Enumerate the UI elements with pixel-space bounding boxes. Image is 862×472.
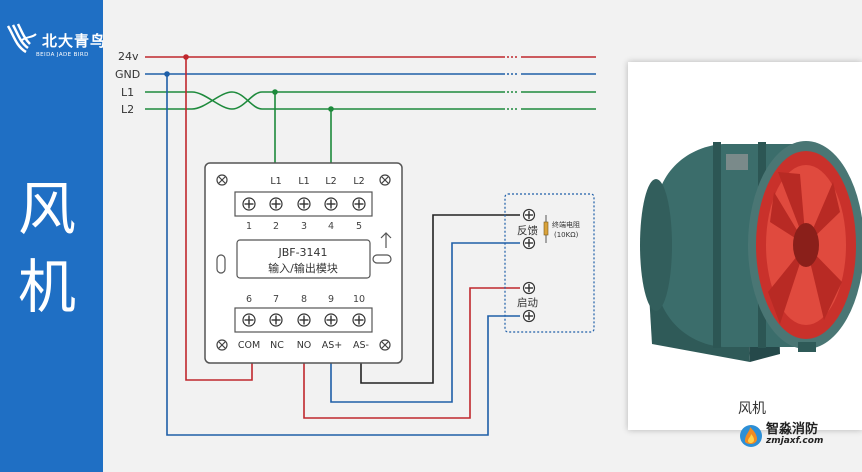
- sidebar: 北大青鸟 BEIDA JADE BIRD 风 机: [0, 0, 103, 472]
- corner-screw-icon: [216, 339, 228, 351]
- resistor-value: (10KΩ): [554, 231, 579, 239]
- terminal-bottom-label: COM: [238, 340, 260, 351]
- terminal-bottom-number: 6: [246, 294, 252, 305]
- terminal-screw-icon: [297, 313, 311, 327]
- start-label: 启动: [517, 296, 538, 309]
- terminal-top-number: 2: [273, 221, 279, 232]
- sidebar-title-char-1: 风: [18, 175, 77, 243]
- io-module: L1 L1 L2 L2 1 2 3 4 5 JBF-3141 输入/输出模块 6…: [204, 162, 403, 364]
- terminal-bottom-number: 9: [328, 294, 334, 305]
- resistor-label: 终端电阻: [552, 220, 580, 229]
- resistor-icon: [543, 215, 549, 243]
- terminal-screw-icon: [522, 208, 536, 222]
- terminal-top-label: L2: [325, 176, 336, 187]
- module-model: JBF-3141: [277, 246, 327, 259]
- fan-photo-card: [628, 62, 862, 430]
- bird-logo-icon: [6, 23, 37, 54]
- fan-photo-caption: 风机: [738, 401, 766, 417]
- terminal-top-number: 3: [301, 221, 307, 232]
- bus-line-l1: [145, 91, 596, 110]
- sidebar-title-char-2: 机: [18, 253, 77, 321]
- terminal-top-number: 5: [356, 221, 362, 232]
- logo-english-name: BEIDA JADE BIRD: [36, 52, 89, 58]
- terminal-screw-icon: [269, 197, 283, 211]
- terminal-bottom-label: AS-: [353, 340, 369, 351]
- wire-as-minus-to-feedback: [360, 214, 520, 384]
- corner-screw-icon: [379, 174, 391, 186]
- terminal-screw-icon: [269, 313, 283, 327]
- fan-screws: [522, 208, 536, 323]
- side-slot: [216, 254, 226, 274]
- module-subtitle: 输入/输出模块: [268, 261, 338, 275]
- bus-label-l2: L2: [121, 103, 134, 116]
- terminal-top-label: L1: [298, 176, 309, 187]
- axial-fan-image: [640, 141, 862, 362]
- side-slot: [372, 254, 392, 264]
- terminal-screw-icon: [522, 236, 536, 250]
- terminal-top-number: 1: [246, 221, 252, 232]
- terminal-screw-icon: [522, 281, 536, 295]
- terminal-top-label: L2: [353, 176, 364, 187]
- wire-as-plus-to-feedback: [330, 242, 520, 403]
- bus-label-l1: L1: [121, 86, 134, 99]
- top-screws: [242, 197, 366, 211]
- feedback-label: 反馈: [517, 224, 538, 237]
- flame-logo-icon: [740, 425, 762, 447]
- terminal-screw-icon: [352, 313, 366, 327]
- corner-screw-icon: [379, 339, 391, 351]
- up-arrow-icon: [380, 232, 392, 248]
- terminal-bottom-number: 7: [273, 294, 279, 305]
- logo-chinese-name: 北大青鸟: [42, 32, 103, 50]
- terminal-screw-icon: [297, 197, 311, 211]
- bus-label-24v: 24v: [118, 50, 139, 63]
- bottom-screws: [242, 313, 366, 327]
- fan-terminal-box: 反馈 启动 终端电阻 (10KΩ): [504, 193, 595, 333]
- module-label-panel: [236, 239, 371, 279]
- terminal-screw-icon: [352, 197, 366, 211]
- terminal-screw-icon: [242, 313, 256, 327]
- terminal-bottom-number: 8: [301, 294, 307, 305]
- terminal-screw-icon: [242, 197, 256, 211]
- terminal-bottom-label: NC: [270, 340, 284, 351]
- wire-no-to-start: [303, 287, 520, 419]
- terminal-bottom-label: NO: [297, 340, 312, 351]
- watermark-url: zmjaxf.com: [766, 436, 824, 446]
- terminal-screw-icon: [324, 197, 338, 211]
- brand-logo: 北大青鸟 BEIDA JADE BIRD: [6, 22, 103, 68]
- terminal-screw-icon: [522, 309, 536, 323]
- terminal-screw-icon: [324, 313, 338, 327]
- wire-24v-to-com: [185, 57, 253, 381]
- bus-line-l2: [145, 91, 596, 110]
- watermark: 智淼消防 zmjaxf.com: [738, 418, 862, 462]
- terminal-bottom-number: 10: [353, 294, 365, 305]
- terminal-bottom-label: AS+: [322, 340, 343, 351]
- terminal-top-number: 4: [328, 221, 334, 232]
- watermark-title: 智淼消防: [766, 422, 819, 437]
- wire-gnd-to-start: [166, 74, 520, 436]
- corner-screw-icon: [216, 174, 228, 186]
- terminal-top-label: L1: [270, 176, 281, 187]
- bus-label-gnd: GND: [115, 68, 140, 81]
